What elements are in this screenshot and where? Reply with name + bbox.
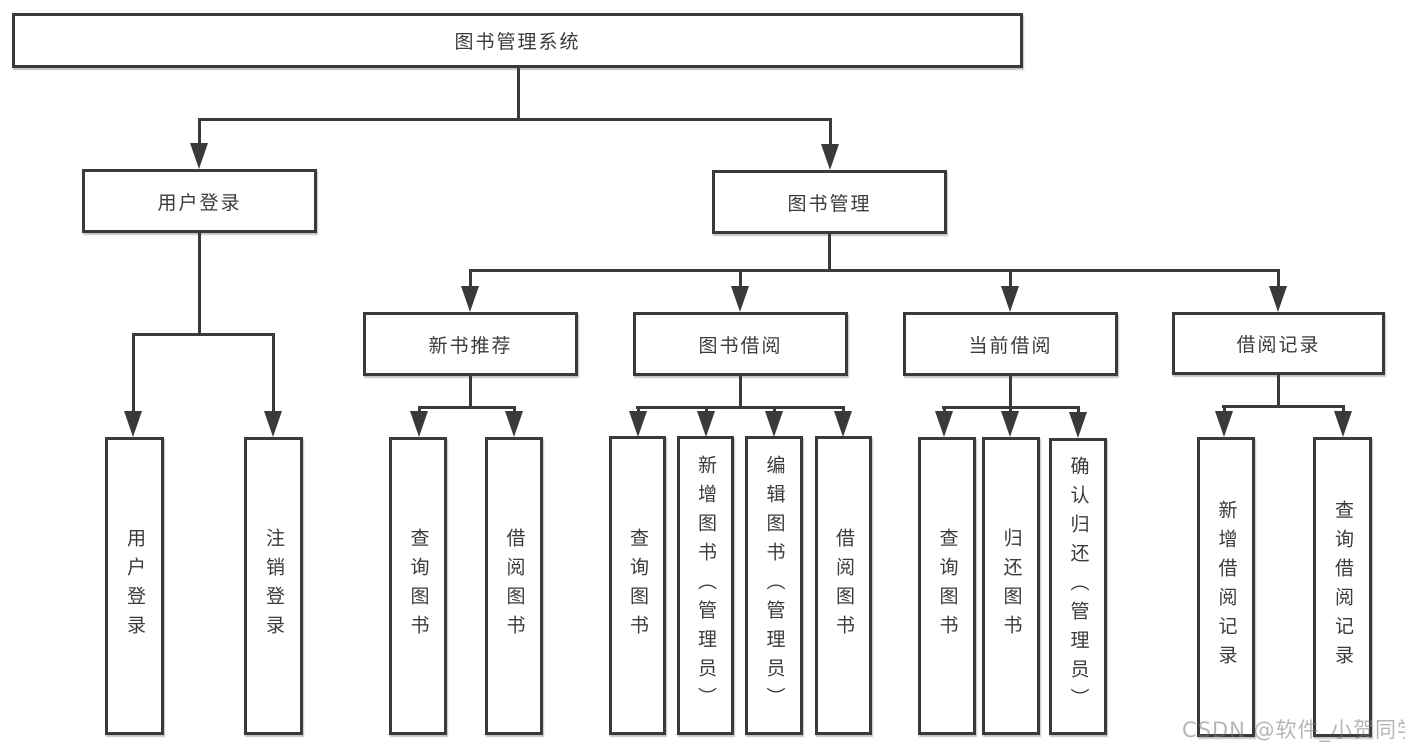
node-label: 查询图书 — [627, 527, 649, 644]
node-label: 图书管理 — [787, 192, 872, 215]
node-book-borrowing: 图书借阅 — [633, 312, 848, 376]
connector-arrowhead — [1001, 286, 1019, 312]
connector-line — [198, 233, 201, 336]
connector-arrowhead — [1001, 411, 1019, 437]
connector-line — [1223, 405, 1226, 415]
connector-arrowhead — [461, 286, 479, 312]
node-borrow-books: 借阅图书 — [815, 436, 872, 735]
node-query-books-current: 查询图书 — [918, 437, 976, 735]
node-label: 借阅图书 — [833, 527, 855, 644]
node-label: 新增图书（管理员） — [695, 455, 717, 716]
connector-line — [1342, 405, 1345, 415]
connector-line — [829, 118, 832, 145]
connector-line — [739, 376, 742, 409]
node-query-books-recommend: 查询图书 — [389, 437, 447, 735]
connector-line — [517, 67, 520, 121]
connector-line — [1222, 405, 1344, 408]
connector-arrowhead — [124, 411, 142, 437]
node-label: 新增借阅记录 — [1215, 500, 1238, 674]
connector-arrowhead — [1215, 411, 1233, 437]
connector-line — [132, 333, 135, 413]
node-edit-book-admin: 编辑图书（管理员） — [745, 436, 803, 735]
connector-arrowhead — [505, 411, 523, 437]
node-add-borrow-record: 新增借阅记录 — [1197, 437, 1255, 737]
connector-arrowhead — [834, 411, 852, 437]
connector-line — [418, 406, 516, 409]
node-label: 查询图书 — [936, 528, 959, 644]
connector-line — [469, 269, 1280, 272]
connector-arrowhead — [821, 144, 839, 170]
node-label: 用户登录 — [124, 528, 146, 644]
connector-arrowhead — [731, 286, 749, 312]
node-borrow-books-recommend: 借阅图书 — [485, 437, 543, 735]
connector-line — [132, 333, 275, 336]
connector-line — [1009, 269, 1012, 289]
connector-arrowhead — [697, 411, 715, 437]
node-query-books-borrowing: 查询图书 — [609, 436, 666, 735]
node-label: 用户登录 — [157, 191, 242, 214]
connector-arrowhead — [1069, 412, 1087, 438]
node-user-login: 用户登录 — [105, 437, 164, 735]
connector-line — [198, 118, 201, 145]
node-label: 图书管理系统 — [454, 31, 581, 53]
node-query-borrow-record: 查询借阅记录 — [1313, 437, 1372, 737]
node-new-book-recommendation: 新书推荐 — [363, 312, 578, 376]
connector-line — [1077, 406, 1080, 416]
connector-line — [272, 333, 275, 413]
connector-line — [739, 269, 742, 289]
connector-line — [828, 234, 831, 272]
connector-arrowhead — [629, 411, 647, 437]
connector-line — [469, 376, 472, 409]
connector-line — [1009, 376, 1012, 409]
node-current-borrowing: 当前借阅 — [903, 312, 1118, 376]
connector-line — [469, 269, 472, 289]
node-label: 当前借阅 — [968, 334, 1053, 357]
connector-line — [1277, 269, 1280, 289]
connector-arrowhead — [264, 411, 282, 437]
connector-line — [636, 406, 845, 409]
node-label: 确认归还（管理员） — [1067, 456, 1090, 717]
node-return-book: 归还图书 — [982, 437, 1040, 735]
node-label: 注销登录 — [263, 528, 285, 644]
node-label: 新书推荐 — [428, 334, 513, 357]
connector-line — [1277, 375, 1280, 408]
node-confirm-return-admin: 确认归还（管理员） — [1049, 438, 1107, 735]
node-user-login-branch: 用户登录 — [82, 169, 317, 233]
connector-arrowhead — [1334, 411, 1352, 437]
node-borrowing-records: 借阅记录 — [1172, 312, 1385, 375]
csdn-watermark: CSDN @软件_小贺同学 — [1182, 718, 1405, 742]
node-book-management-branch: 图书管理 — [712, 170, 947, 234]
connector-line — [198, 118, 832, 121]
connector-arrowhead — [1269, 286, 1287, 312]
connector-arrowhead — [935, 411, 953, 437]
node-label: 查询图书 — [407, 528, 430, 644]
node-label: 归还图书 — [1000, 528, 1023, 644]
connector-arrowhead — [410, 411, 428, 437]
node-label: 查询借阅记录 — [1332, 500, 1354, 674]
node-label: 借阅图书 — [503, 528, 526, 644]
node-label: 图书借阅 — [698, 334, 783, 357]
node-logout: 注销登录 — [244, 437, 303, 735]
node-label: 编辑图书（管理员） — [763, 455, 786, 716]
node-add-book-admin: 新增图书（管理员） — [677, 436, 734, 735]
connector-arrowhead — [190, 143, 208, 169]
node-library-management-system: 图书管理系统 — [12, 13, 1023, 68]
connector-arrowhead — [765, 411, 783, 437]
node-label: 借阅记录 — [1236, 334, 1321, 356]
